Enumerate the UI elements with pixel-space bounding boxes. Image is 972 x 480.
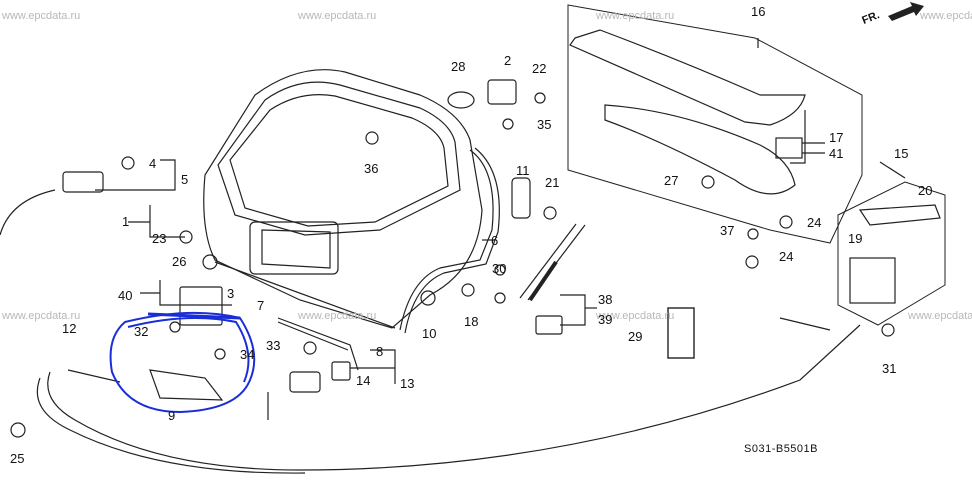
- callout-8: 8: [376, 344, 384, 359]
- watermark: www.epcdata.ru: [298, 10, 377, 22]
- callout-33: 33: [266, 338, 281, 353]
- callout-11: 11: [516, 163, 530, 178]
- callout-38: 38: [598, 292, 613, 307]
- callout-28: 28: [451, 59, 466, 74]
- callout-22: 22: [532, 61, 547, 76]
- front-arrow-icon: [888, 2, 924, 21]
- callout-18: 18: [464, 314, 479, 329]
- callout-32: 32: [134, 324, 149, 339]
- weatherstrip: [399, 149, 494, 331]
- callout-9: 9: [168, 408, 176, 423]
- callout-27: 27: [664, 173, 679, 188]
- callout-15: 15: [894, 146, 909, 161]
- trim-pad: [667, 307, 695, 359]
- callout-30: 30: [492, 261, 507, 276]
- callout-7: 7: [257, 298, 265, 313]
- callout-41: 41: [829, 146, 844, 161]
- callout-3: 3: [227, 286, 235, 301]
- callout-1: 1: [122, 214, 130, 229]
- callout-16: 16: [751, 4, 766, 19]
- callout-24b: 24: [779, 249, 794, 264]
- tailgate-glass-opening: [217, 81, 461, 236]
- callout-36: 36: [364, 161, 379, 176]
- callout-29: 29: [628, 329, 643, 344]
- callout-26: 26: [172, 254, 187, 269]
- callout-40: 40: [118, 288, 133, 303]
- callout-10: 10: [422, 326, 437, 341]
- license-plate-area: [249, 221, 339, 275]
- callout-23: 23: [152, 231, 167, 246]
- watermark: www.epcdata.ru: [2, 10, 81, 22]
- watermark: www.epcdata.ru: [920, 10, 972, 22]
- callout-21: 21: [545, 175, 560, 190]
- callout-34: 34: [240, 347, 255, 362]
- callout-4: 4: [149, 156, 157, 171]
- tailgate-panel: [203, 69, 483, 329]
- callout-14: 14: [356, 373, 371, 388]
- callout-2: 2: [504, 53, 512, 68]
- watermark: www.epcdata.ru: [2, 310, 81, 322]
- callout-35: 35: [537, 117, 552, 132]
- watermark: www.epcdata.ru: [596, 310, 675, 322]
- callout-31: 31: [882, 361, 897, 376]
- callout-19: 19: [848, 231, 863, 246]
- callout-24: 24: [807, 215, 822, 230]
- callout-12: 12: [62, 321, 77, 336]
- callout-39: 39: [598, 312, 613, 327]
- callout-25: 25: [10, 451, 25, 466]
- watermark: www.epcdata.ru: [908, 310, 972, 322]
- watermark: www.epcdata.ru: [596, 10, 675, 22]
- watermark: www.epcdata.ru: [298, 310, 377, 322]
- callout-5: 5: [181, 172, 189, 187]
- highlight-circle: [109, 311, 256, 414]
- callout-13: 13: [400, 376, 415, 391]
- callout-6: 6: [491, 233, 499, 248]
- callout-20: 20: [918, 183, 933, 198]
- callout-37: 37: [720, 223, 735, 238]
- spoiler: [569, 29, 806, 126]
- diagram-code: S031-B5501B: [744, 443, 818, 455]
- callout-17: 17: [829, 130, 844, 145]
- release-cable: [0, 189, 861, 471]
